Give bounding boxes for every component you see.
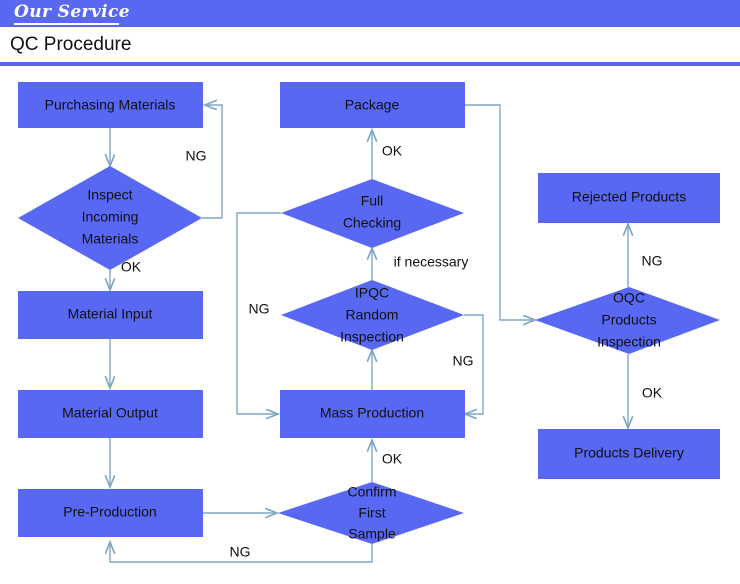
title-divider <box>0 62 740 66</box>
edge-ipqc-ng-to-mass-production <box>464 314 484 414</box>
edge-label-confirm-ok: OK <box>382 451 403 467</box>
edge-label-confirm-ng: NG <box>230 544 251 560</box>
node-shape-box <box>18 489 203 537</box>
node-material-input[interactable]: Material Input <box>18 291 203 339</box>
node-shape-box <box>18 390 203 438</box>
node-shape-diamond <box>278 482 464 544</box>
node-shape-diamond <box>281 280 464 350</box>
node-shape-box <box>538 429 720 479</box>
node-label-full-checking-line2: Checking <box>343 215 401 231</box>
node-label-confirm-line3: Sample <box>348 526 396 542</box>
edge-confirm-ng-to-pre-production <box>110 542 373 563</box>
node-shape-box <box>280 82 465 128</box>
edge-label-oqc-ok: OK <box>642 385 663 401</box>
node-shape-box <box>18 291 203 339</box>
node-shape-diamond <box>18 166 202 270</box>
page-title: QC Procedure <box>10 34 132 55</box>
node-label-purchasing-materials: Purchasing Materials <box>45 97 176 113</box>
node-package[interactable]: Package <box>280 82 465 128</box>
node-label-rejected-products: Rejected Products <box>572 189 686 205</box>
node-label-pre-production: Pre-Production <box>63 504 156 520</box>
node-label-confirm-line2: First <box>358 505 385 521</box>
node-label-mass-production: Mass Production <box>320 405 424 421</box>
node-label-ipqc-line1: IPQC <box>355 285 389 301</box>
node-label-full-checking-line1: Full <box>361 193 384 209</box>
edge-label-inspect-ng: NG <box>186 148 207 164</box>
node-mass-production[interactable]: Mass Production <box>280 390 465 438</box>
node-label-oqc-line3: Inspection <box>597 334 661 350</box>
edge-inspect-ng-to-purchasing <box>202 105 223 219</box>
node-label-inspect-line1: Inspect <box>87 187 132 203</box>
node-label-material-input: Material Input <box>68 306 153 322</box>
flowchart-container: Purchasing Materials Inspect Incoming Ma… <box>0 66 740 584</box>
node-shape-diamond <box>281 179 464 248</box>
node-pre-production[interactable]: Pre-Production <box>18 489 203 537</box>
edge-label-inspect-ok: OK <box>121 259 142 275</box>
node-label-products-delivery: Products Delivery <box>574 445 684 461</box>
edge-label-ipqc-ng: NG <box>453 353 474 369</box>
node-shape-box <box>280 390 465 438</box>
node-label-inspect-line2: Incoming <box>82 209 139 225</box>
node-shape-diamond <box>535 287 720 354</box>
edge-package-to-oqc <box>465 104 535 320</box>
edge-label-if-necessary: if necessary <box>394 254 469 270</box>
node-label-inspect-line3: Materials <box>82 231 139 247</box>
node-products-delivery[interactable]: Products Delivery <box>538 429 720 479</box>
brand-band <box>0 0 740 27</box>
node-label-ipqc-line3: Inspection <box>340 329 404 345</box>
node-shape-box <box>18 82 203 128</box>
node-oqc-products-inspection[interactable]: OQC Products Inspection <box>535 287 720 354</box>
node-label-oqc-line1: OQC <box>613 290 645 306</box>
edge-label-full-checking-ng: NG <box>249 301 270 317</box>
edge-full-checking-ng-to-mass-production <box>236 212 281 414</box>
node-label-confirm-line1: Confirm <box>347 484 396 500</box>
node-label-material-output: Material Output <box>62 405 158 421</box>
edge-label-oqc-ng: NG <box>642 253 663 269</box>
node-label-oqc-line2: Products <box>601 312 656 328</box>
node-rejected-products[interactable]: Rejected Products <box>538 173 720 223</box>
flowchart-svg: Purchasing Materials Inspect Incoming Ma… <box>18 82 720 563</box>
node-full-checking[interactable]: Full Checking <box>281 179 464 248</box>
node-label-package: Package <box>345 97 400 113</box>
brand-title: Our Service <box>14 2 130 22</box>
node-ipqc-random-inspection[interactable]: IPQC Random Inspection <box>281 280 464 350</box>
brand-underline <box>14 23 119 25</box>
edge-label-full-checking-ok: OK <box>382 143 403 159</box>
node-inspect-incoming-materials[interactable]: Inspect Incoming Materials <box>18 166 202 270</box>
node-purchasing-materials[interactable]: Purchasing Materials <box>18 82 203 128</box>
node-shape-box <box>538 173 720 223</box>
node-label-ipqc-line2: Random <box>346 307 399 323</box>
node-material-output[interactable]: Material Output <box>18 390 203 438</box>
node-confirm-first-sample[interactable]: Confirm First Sample <box>278 482 464 544</box>
